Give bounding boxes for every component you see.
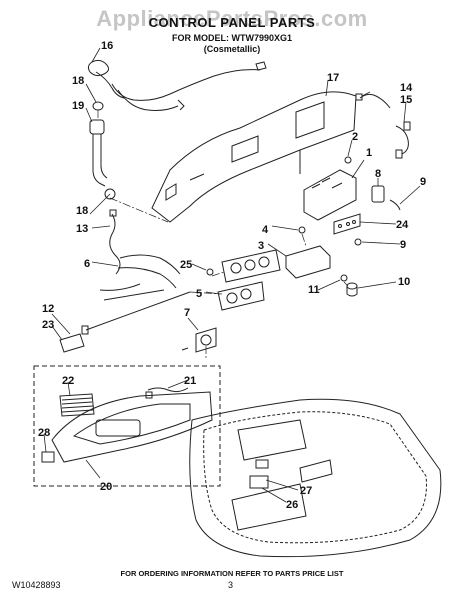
part-20-console-panel xyxy=(51,391,213,463)
part-23-bracket xyxy=(59,333,85,353)
callout-5: 5 xyxy=(196,288,202,300)
callout-28: 28 xyxy=(38,427,50,439)
callout-6: 6 xyxy=(84,258,90,270)
part-21-harness xyxy=(147,387,189,393)
callout-15: 15 xyxy=(400,94,412,106)
part-12-connector xyxy=(81,325,89,335)
callout-9-upper: 9 xyxy=(420,176,426,188)
part-18-grommet xyxy=(92,101,104,111)
document-number: W10428893 xyxy=(12,580,61,590)
callout-17: 17 xyxy=(327,72,339,84)
part-19-valve-tube xyxy=(89,119,108,187)
callout-4: 4 xyxy=(262,224,269,236)
callout-10: 10 xyxy=(398,276,410,288)
part-24-display-board xyxy=(333,213,361,235)
callout-7: 7 xyxy=(184,307,190,319)
part-2-screw xyxy=(344,156,352,164)
part-18-grommet-lower xyxy=(104,188,116,200)
part-16-wire-harness xyxy=(87,59,267,111)
part-13-wire-harness xyxy=(109,209,121,275)
part-9-screw xyxy=(389,199,401,211)
callout-1: 1 xyxy=(366,147,372,159)
part-27-bumper xyxy=(255,459,269,469)
watermark-text: AppliancePartsPros.com xyxy=(96,6,368,31)
part-28-insert xyxy=(41,451,55,463)
part-10-knob xyxy=(346,282,358,297)
callout-24: 24 xyxy=(396,219,409,231)
callout-9-lower: 9 xyxy=(400,239,406,251)
part-1-control-board xyxy=(303,169,357,221)
leader-lines xyxy=(43,47,421,503)
callout-18-lower: 18 xyxy=(76,205,88,217)
part-7-encoder xyxy=(181,327,217,353)
part-6-cable-bundle xyxy=(99,254,181,301)
callout-16: 16 xyxy=(101,40,113,52)
callout-2: 2 xyxy=(352,131,358,143)
part-5-switch-assembly xyxy=(217,249,281,311)
callout-25: 25 xyxy=(180,259,192,271)
callout-8: 8 xyxy=(375,168,381,180)
part-17-console-body xyxy=(151,91,357,223)
page-number: 3 xyxy=(228,580,234,590)
callout-13: 13 xyxy=(76,223,88,235)
callout-18-upper: 18 xyxy=(72,75,84,87)
callout-11: 11 xyxy=(308,284,320,296)
callout-12: 12 xyxy=(42,303,54,315)
part-26-latch xyxy=(249,475,269,489)
part-25-screw xyxy=(206,268,214,276)
part-4-screw xyxy=(298,226,306,234)
callout-3: 3 xyxy=(258,240,264,252)
part-8-switch xyxy=(371,185,385,203)
callout-22: 22 xyxy=(62,375,74,387)
part-15-wire-harness xyxy=(395,121,411,159)
top-cover xyxy=(189,398,442,558)
callout-14: 14 xyxy=(400,82,413,94)
part-12-wire xyxy=(85,291,191,331)
alignment-lines xyxy=(97,110,349,360)
callout-23: 23 xyxy=(42,319,54,331)
part-22-graphic-panel xyxy=(59,393,95,417)
callout-26: 26 xyxy=(286,499,298,511)
subassembly-dashed-box xyxy=(33,365,221,487)
callout-20: 20 xyxy=(100,481,112,493)
part-14-wire-harness xyxy=(355,93,391,109)
model-variant: (Cosmetallic) xyxy=(203,44,261,54)
callout-19: 19 xyxy=(72,100,84,112)
ordering-note: FOR ORDERING INFORMATION REFER TO PARTS … xyxy=(120,569,344,578)
part-3-housing xyxy=(285,245,331,279)
part-11-screw xyxy=(340,274,348,282)
page-title: CONTROL PANEL PARTS xyxy=(148,15,316,30)
part-9-screw-lower xyxy=(354,238,362,246)
callout-21: 21 xyxy=(184,375,196,387)
model-line: FOR MODEL: WTW7990XG1 xyxy=(171,33,292,43)
callout-27: 27 xyxy=(300,485,312,497)
